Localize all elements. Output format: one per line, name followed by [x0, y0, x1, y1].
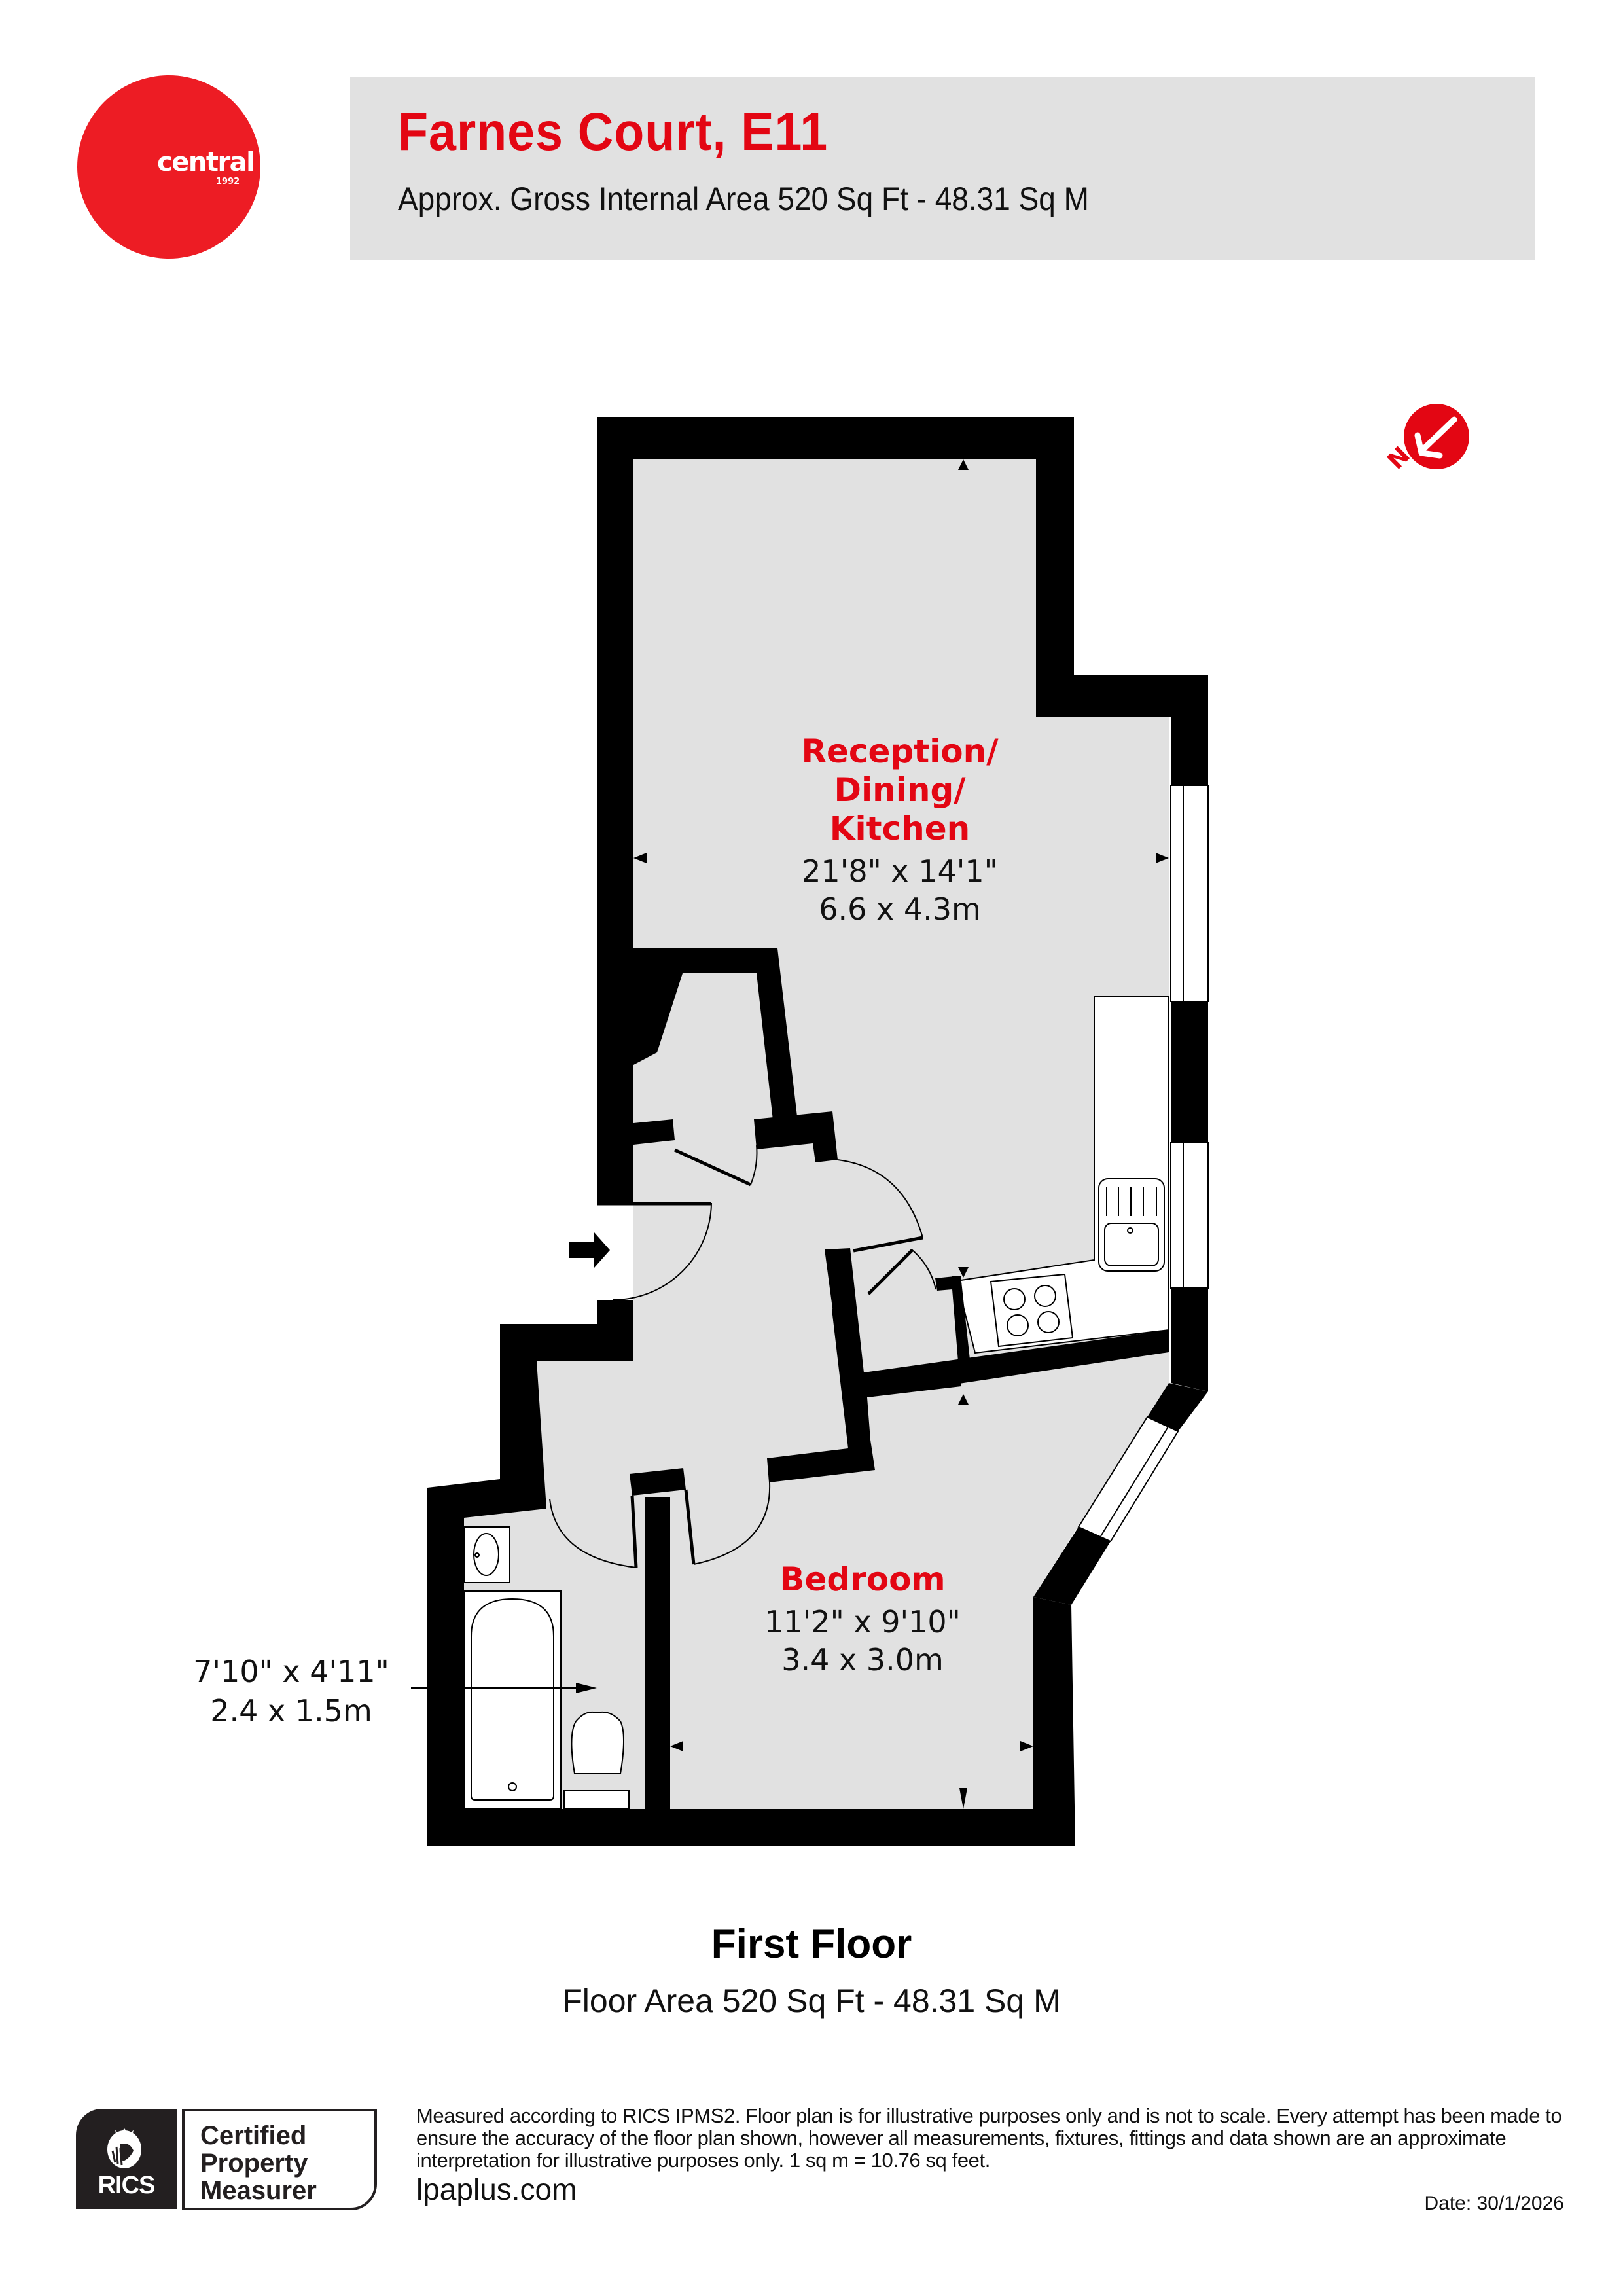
entry-door-swing [597, 1203, 713, 1300]
dimension-markers [576, 459, 1169, 1809]
badge-line-3: Measurer [200, 2176, 317, 2205]
room-label-bathroom: 7'10" x 4'11" 2.4 x 1.5m [193, 1654, 389, 1729]
window-kitchen [1170, 1142, 1209, 1289]
svg-text:3.4 x 3.0m: 3.4 x 3.0m [781, 1642, 944, 1677]
entry-arrow-icon [569, 1232, 610, 1268]
website-link[interactable]: lpaplus.com [416, 2172, 577, 2206]
logo-year: 1992 [216, 177, 240, 187]
svg-text:7'10" x 4'11": 7'10" x 4'11" [193, 1654, 389, 1689]
badge-line-1: Certified [200, 2121, 307, 2150]
svg-text:2.4 x 1.5m: 2.4 x 1.5m [210, 1693, 372, 1729]
property-title: Farnes Court, E11 [398, 102, 829, 162]
basin-icon [463, 1526, 510, 1583]
cupboard-door-2 [868, 1249, 936, 1295]
rics-label: RICS [98, 2172, 156, 2199]
kitchen-counter [955, 996, 1169, 1354]
floor-title: First Floor [711, 1922, 912, 1967]
svg-text:Reception/: Reception/ [801, 732, 999, 770]
hob-icon [990, 1273, 1074, 1348]
certified-measurer-box: Certified Property Measurer [182, 2109, 377, 2210]
doors [549, 1145, 936, 1568]
svg-text:11'2" x 9'10": 11'2" x 9'10" [764, 1604, 961, 1640]
gross-internal-area: Approx. Gross Internal Area 520 Sq Ft - … [398, 181, 1089, 217]
rics-badge: RICS Certified Property Measurer [76, 2109, 380, 2210]
room-label-bedroom: Bedroom 11'2" x 9'10" 3.4 x 3.0m [764, 1560, 961, 1677]
header-bar: Farnes Court, E11 Approx. Gross Internal… [350, 77, 1535, 260]
room-label-reception: Reception/ Dining/ Kitchen 21'8" x 14'1"… [801, 732, 999, 927]
floor-area: Floor Area 520 Sq Ft - 48.31 Sq M [562, 1982, 1061, 2019]
plan-date: Date: 30/1/2026 [1424, 2193, 1564, 2214]
windows [1077, 785, 1209, 1543]
badge-line-2: Property [200, 2149, 308, 2178]
svg-text:Kitchen: Kitchen [830, 810, 971, 848]
kitchen-door-swing [837, 1159, 923, 1238]
disclaimer-text: Measured according to RICS IPMS2. Floor … [416, 2104, 1562, 2172]
north-arrow-icon: N [1382, 404, 1469, 475]
bathroom-door-swing [549, 1498, 637, 1568]
window-reception [1170, 785, 1209, 1002]
lion-icon [107, 2128, 141, 2168]
toilet-icon [563, 1711, 630, 1810]
svg-text:Bedroom: Bedroom [779, 1560, 945, 1598]
logo-text: central [157, 147, 255, 177]
bath-icon [463, 1590, 562, 1810]
sink-icon [1098, 1178, 1165, 1272]
svg-text:6.6 x 4.3m: 6.6 x 4.3m [819, 891, 981, 927]
bedroom-door-swing [693, 1482, 771, 1565]
rics-logo: RICS [76, 2109, 177, 2209]
svg-text:Dining/: Dining/ [834, 771, 966, 809]
walls [427, 417, 1208, 1846]
svg-text:21'8" x 14'1": 21'8" x 14'1" [802, 853, 998, 889]
central-logo: central 1992 [77, 75, 260, 259]
